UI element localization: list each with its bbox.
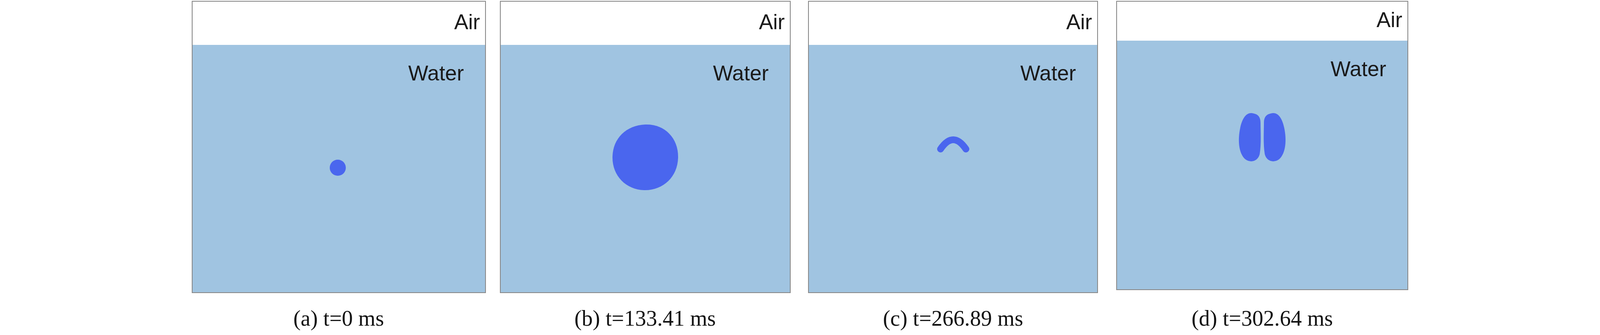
air-fill — [808, 0, 1098, 45]
subfigure-caption: (d) t=302.64 ms — [1191, 306, 1333, 331]
water-fill — [499, 44, 791, 293]
region-label: Water — [408, 61, 465, 86]
bubble — [329, 159, 346, 176]
air-region: Air — [1116, 0, 1409, 41]
region-label: Water — [1330, 57, 1387, 81]
region-label: Air — [1376, 8, 1403, 32]
region-label: Water — [713, 61, 770, 86]
water-fill — [808, 44, 1098, 293]
water-region: Water — [191, 44, 486, 293]
air-fill — [1116, 0, 1409, 41]
water-fill — [1116, 40, 1409, 290]
subfigure-caption: (a) t=0 ms — [293, 306, 384, 331]
air-region: Air — [499, 0, 791, 45]
water-fill — [191, 44, 486, 293]
water-region: Water — [808, 44, 1098, 293]
region-label: Air — [1066, 10, 1093, 34]
air-fill — [191, 0, 486, 45]
bubble — [940, 139, 966, 149]
bubble-lobe — [1263, 113, 1286, 162]
air-region: Air — [808, 0, 1098, 45]
subfigure-caption: (b) t=133.41 ms — [574, 306, 716, 331]
region-label: Air — [758, 10, 785, 34]
air-fill — [499, 0, 791, 45]
subfigure-caption: (c) t=266.89 ms — [882, 306, 1024, 331]
bubble-lobe — [1238, 113, 1261, 162]
water-region: Water — [1116, 40, 1409, 290]
air-region: Air — [191, 0, 486, 45]
bubble — [612, 124, 679, 191]
region-label: Water — [1020, 61, 1077, 86]
water-region: Water — [499, 44, 791, 293]
region-label: Air — [454, 10, 480, 34]
